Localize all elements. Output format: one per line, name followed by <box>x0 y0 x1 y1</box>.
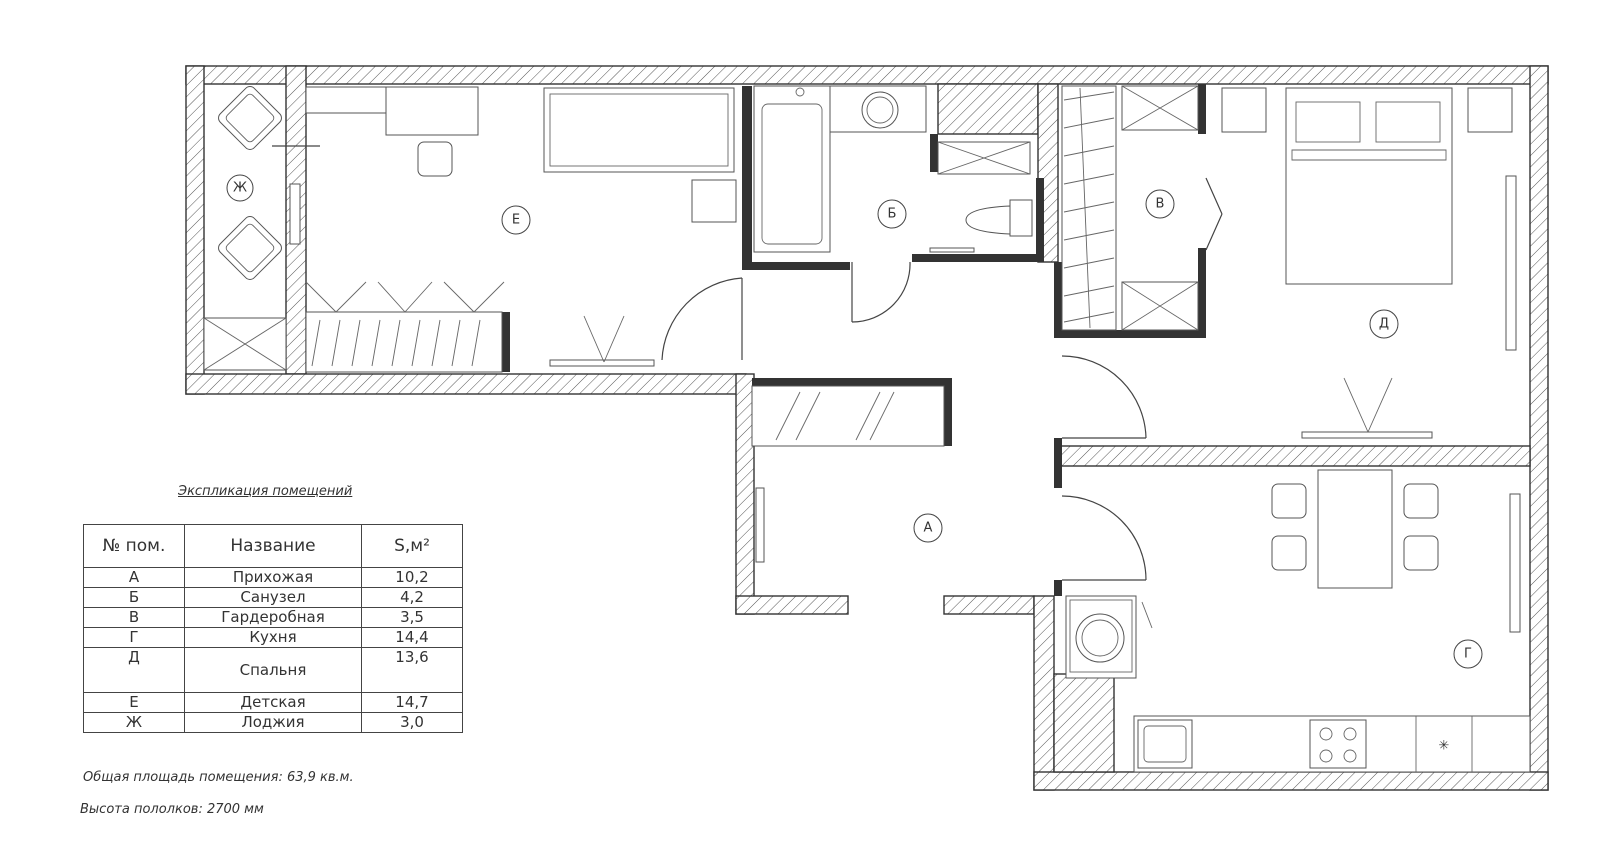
row-num: А <box>83 567 185 588</box>
room-label-e: Е <box>501 205 531 235</box>
room-label-v: В <box>1145 189 1175 219</box>
kitchen-furniture: ✳ <box>1065 469 1531 773</box>
row-name: Санузел <box>184 587 362 608</box>
room-labels: Ж Е Б В Д А Г <box>226 174 1483 669</box>
row-num: Е <box>83 692 185 713</box>
row-area: 14,7 <box>361 692 463 713</box>
total-area-note: Общая площадь помещения: 63,9 кв.м. <box>83 770 354 785</box>
row-name: Кухня <box>184 627 362 648</box>
svg-text:Ж: Ж <box>233 181 247 196</box>
row-num: Ж <box>83 712 185 733</box>
table-row: Б Санузел 4,2 <box>83 587 463 608</box>
children-room-furniture <box>305 86 743 373</box>
svg-text:Д: Д <box>1379 317 1389 332</box>
table-row: Д Спальня 13,6 <box>83 647 463 693</box>
svg-text:✳: ✳ <box>1439 739 1450 754</box>
room-label-d: Д <box>1369 309 1399 339</box>
table-row: В Гардеробная 3,5 <box>83 607 463 628</box>
hallway-furniture <box>751 385 1147 581</box>
loggia-furniture <box>203 86 320 371</box>
table-header-row: № пом. Название S,м² <box>83 524 463 568</box>
svg-text:Е: Е <box>512 213 520 228</box>
explication-title: Экспликация помещений <box>178 484 353 499</box>
svg-text:Б: Б <box>888 207 897 222</box>
row-num: Б <box>83 587 185 608</box>
ceiling-height-note: Высота пололков: 2700 мм <box>80 802 264 817</box>
svg-text:А: А <box>924 521 933 536</box>
walls <box>185 65 1549 791</box>
row-name: Гардеробная <box>184 607 362 628</box>
row-area: 3,0 <box>361 712 463 733</box>
row-name: Прихожая <box>184 567 362 588</box>
row-num: Г <box>83 627 185 648</box>
structural-walls <box>502 84 1206 596</box>
svg-text:Г: Г <box>1464 647 1472 662</box>
explication-table: № пом. Название S,м² А Прихожая 10,2 Б С… <box>83 524 463 733</box>
header-num: № пом. <box>83 524 185 568</box>
row-area: 10,2 <box>361 567 463 588</box>
table-row: А Прихожая 10,2 <box>83 567 463 588</box>
row-name: Лоджия <box>184 712 362 733</box>
row-area: 14,4 <box>361 627 463 648</box>
wardrobe-furniture <box>1061 85 1223 331</box>
header-name: Название <box>184 524 362 568</box>
bathroom-fixtures <box>753 85 1033 323</box>
row-area: 4,2 <box>361 587 463 608</box>
row-area: 13,6 <box>361 647 463 693</box>
bedroom-furniture <box>1061 87 1517 439</box>
table-row: Ж Лоджия 3,0 <box>83 712 463 733</box>
row-num: В <box>83 607 185 628</box>
svg-text:В: В <box>1156 197 1165 212</box>
row-name: Спальня <box>184 647 362 693</box>
table-row: Г Кухня 14,4 <box>83 627 463 648</box>
table-row: Е Детская 14,7 <box>83 692 463 713</box>
row-name: Детская <box>184 692 362 713</box>
row-num: Д <box>83 647 185 693</box>
row-area: 3,5 <box>361 607 463 628</box>
room-label-zh: Ж <box>226 174 254 202</box>
room-label-a: А <box>913 513 943 543</box>
header-area: S,м² <box>361 524 463 568</box>
room-label-g: Г <box>1453 639 1483 669</box>
room-label-b: Б <box>877 199 907 229</box>
